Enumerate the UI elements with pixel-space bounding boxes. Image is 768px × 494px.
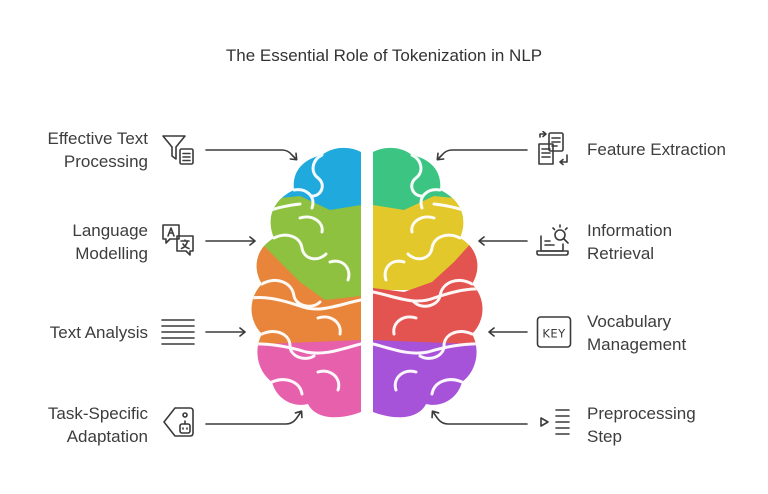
label-vocabulary-management: Vocabulary Management xyxy=(587,310,686,356)
label-line: Vocabulary xyxy=(587,312,672,331)
label-line: Text Analysis xyxy=(49,323,148,342)
label-text-analysis: Text Analysis xyxy=(50,321,148,344)
arrow-effective-text-processing xyxy=(205,149,298,161)
region-task-specific-adaptation xyxy=(251,340,361,418)
label-line: Adaptation xyxy=(66,427,148,446)
label-information-retrieval: Information Retrieval xyxy=(587,219,672,265)
document-swap-icon xyxy=(536,131,572,167)
label-line: Modelling xyxy=(75,244,148,263)
arrow-preprocessing-step xyxy=(431,410,528,425)
arrow-task-specific-adaptation xyxy=(205,410,303,425)
play-list-icon xyxy=(536,404,572,440)
label-effective-text-processing: Effective Text Processing xyxy=(48,127,148,173)
label-line: Retrieval xyxy=(587,244,655,263)
label-line: Information xyxy=(587,221,673,240)
diagram-title: The Essential Role of Tokenization in NL… xyxy=(225,46,543,65)
filter-list-icon xyxy=(160,132,196,168)
label-line: Task-Specific xyxy=(47,404,148,423)
brain-left-hemisphere xyxy=(251,147,361,418)
label-line: Language xyxy=(72,221,148,240)
label-language-modelling: Language Modelling xyxy=(72,219,148,265)
label-line: Processing xyxy=(63,152,148,171)
label-task-specific-adaptation: Task-Specific Adaptation xyxy=(48,402,148,448)
region-text-analysis xyxy=(251,244,361,345)
tag-robot-icon xyxy=(160,404,196,440)
brain-right-hemisphere xyxy=(373,147,483,418)
svg-text:KEY: KEY xyxy=(542,327,566,341)
key-icon: KEY xyxy=(536,314,572,350)
label-line: Step xyxy=(587,427,622,446)
label-line: Management xyxy=(587,335,687,354)
arrow-feature-extraction xyxy=(436,149,528,161)
label-line: Feature Extraction xyxy=(587,140,726,159)
label-preprocessing-step: Preprocessing Step xyxy=(587,402,696,448)
label-line: Preprocessing xyxy=(587,404,696,423)
label-line: Effective Text xyxy=(47,129,148,148)
label-feature-extraction: Feature Extraction xyxy=(587,138,726,161)
laptop-search-icon xyxy=(536,222,572,258)
text-lines-icon xyxy=(160,313,196,349)
region-preprocessing-step xyxy=(373,340,483,418)
translate-icon xyxy=(160,222,196,258)
